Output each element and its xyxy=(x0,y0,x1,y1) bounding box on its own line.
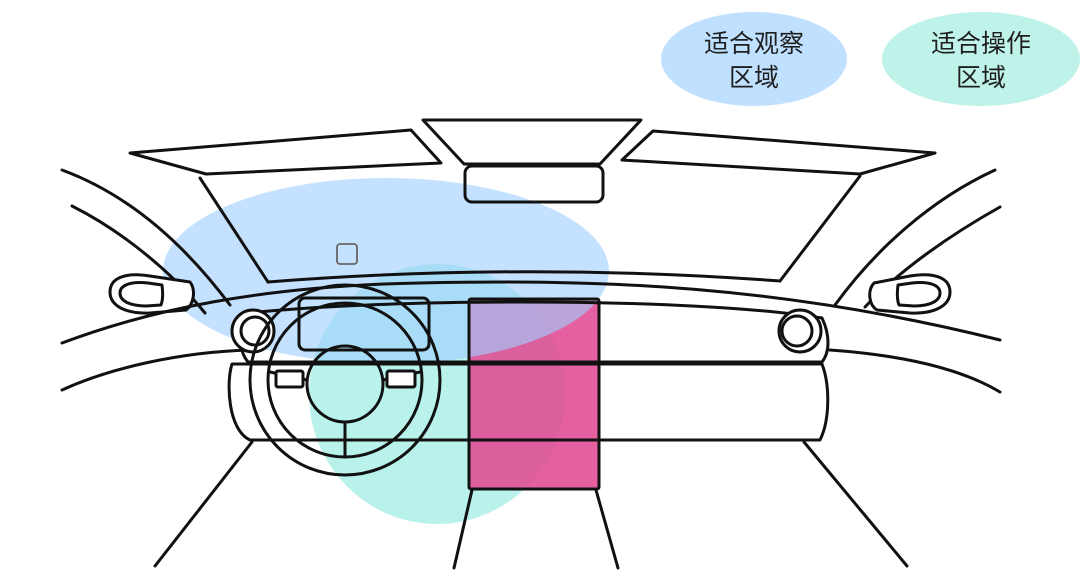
right-air-vent-inner xyxy=(780,314,814,348)
legend-observe-line1: 适合观察 xyxy=(704,29,804,58)
steering-wheel-outer xyxy=(248,283,442,477)
steering-wheel-inner-rim xyxy=(266,301,424,459)
dashboard-top xyxy=(60,280,1002,345)
right-a-pillar-outer xyxy=(833,168,997,307)
left-sun-visor xyxy=(128,128,443,176)
legend-observe-line2: 区域 xyxy=(729,63,779,92)
legend-operate-line2: 区域 xyxy=(956,63,1006,92)
windshield-lower-edge xyxy=(266,270,782,284)
floor-right-line xyxy=(802,440,909,568)
right-sun-visor xyxy=(620,129,937,176)
left-a-pillar-outer xyxy=(60,168,232,307)
legend-observe-bubble xyxy=(661,12,847,106)
steering-left-button xyxy=(274,369,305,389)
legend-operate-bubble xyxy=(882,12,1080,106)
legend-operate-line1: 适合操作 xyxy=(931,29,1031,58)
dashboard-lower-panel xyxy=(227,362,830,442)
windshield-left-pillar xyxy=(198,176,270,284)
left-air-vent-inner xyxy=(239,315,271,347)
center-screen xyxy=(467,297,601,491)
rearview-mirror xyxy=(463,164,605,204)
dashboard-upper-panel xyxy=(239,300,830,364)
right-side-mirror-glass xyxy=(895,281,942,308)
right-side-mirror xyxy=(868,273,952,315)
dashboard-left-lower xyxy=(60,348,252,392)
steering-right-button xyxy=(385,369,417,389)
right-air-vent-outer xyxy=(777,308,823,354)
windshield-right-pillar xyxy=(778,174,862,283)
hud-square-icon xyxy=(336,243,358,265)
left-side-mirror-glass xyxy=(118,281,165,308)
floor-left-line xyxy=(153,440,254,568)
rearview-mirror-mount xyxy=(421,118,643,166)
console-right-line xyxy=(594,488,620,570)
console-left-line xyxy=(452,488,474,570)
legend-observe: 适合观察 区域 xyxy=(661,12,847,106)
dashboard-right-lower xyxy=(828,348,1002,394)
legend-operate: 适合操作 区域 xyxy=(882,12,1080,106)
